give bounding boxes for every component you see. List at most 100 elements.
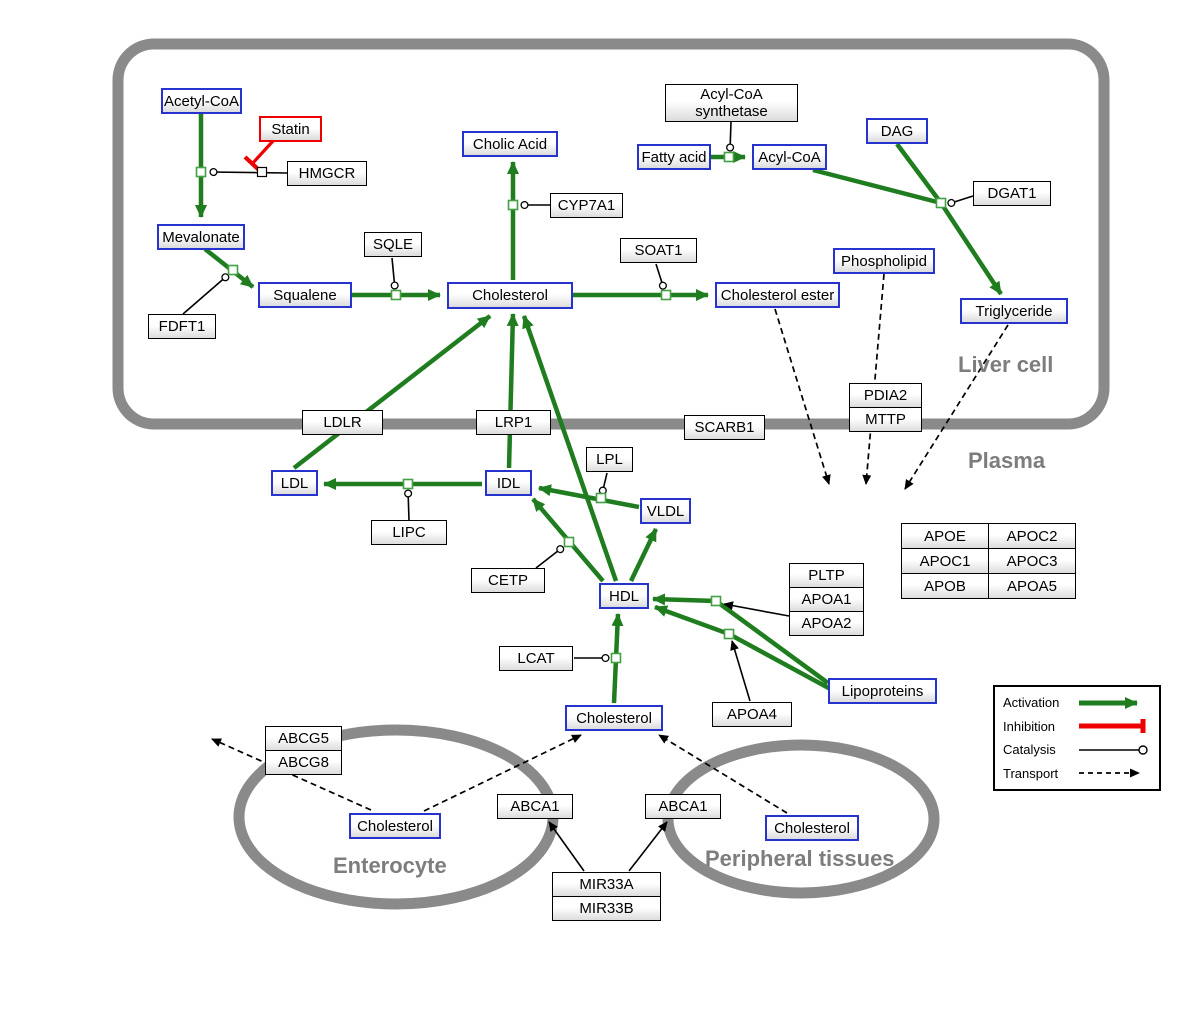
edge-hdl-vldl [628, 528, 659, 582]
node-sqle[interactable]: SQLE [364, 232, 422, 257]
plasma-label: Plasma [968, 448, 1046, 473]
node-apoc2[interactable]: APOC2 [988, 523, 1076, 549]
reaction-node [610, 652, 622, 664]
edge-acylcoa-dgat-node [812, 167, 942, 206]
node-mevalonate[interactable]: Mevalonate [157, 224, 245, 250]
node-apoa1[interactable]: APOA1 [789, 587, 864, 612]
node-apoc3[interactable]: APOC3 [988, 548, 1076, 574]
legend-row-catalysis: Catalysis [1003, 739, 1151, 761]
transport-peripheral-cholesterol-plasma [658, 734, 788, 814]
node-lrp1[interactable]: LRP1 [476, 410, 551, 435]
transport-arrow-icon [1079, 768, 1140, 778]
enterocyte-label: Enterocyte [333, 853, 447, 878]
node-pltp[interactable]: PLTP [789, 563, 864, 588]
node-mir33a[interactable]: MIR33A [552, 872, 661, 897]
node-pdia2[interactable]: PDIA2 [849, 383, 922, 408]
node-apoa5[interactable]: APOA5 [988, 573, 1076, 599]
node-cetp[interactable]: CETP [471, 568, 545, 593]
catalysis-dgat1 [947, 195, 974, 207]
node-apoc1[interactable]: APOC1 [901, 548, 989, 574]
legend-catalysis-label: Catalysis [1003, 742, 1056, 758]
node-acyl-coa[interactable]: Acyl-CoA [752, 144, 827, 170]
legend-row-activation: Activation [1003, 692, 1151, 714]
reaction-node [507, 199, 519, 211]
node-cholic-acid[interactable]: Cholic Acid [462, 131, 558, 157]
arrow-mir33-abca1-right [628, 821, 668, 872]
liver-cell-membrane [112, 38, 1110, 430]
node-fatty-acid[interactable]: Fatty acid [637, 144, 711, 170]
reaction-node [595, 492, 607, 504]
node-ldlr[interactable]: LDLR [302, 410, 383, 435]
catalysis-soat1 [655, 263, 667, 290]
node-apoa4[interactable]: APOA4 [712, 702, 792, 727]
node-cholesterol-enterocyte[interactable]: Cholesterol [349, 813, 441, 839]
node-fdft1[interactable]: FDFT1 [148, 314, 216, 339]
node-lipc[interactable]: LIPC [371, 520, 447, 545]
node-scarb1[interactable]: SCARB1 [684, 415, 765, 440]
catalysis-acylcoa-synthetase [726, 121, 735, 152]
catalysis-sqle [390, 257, 399, 290]
arrow-mir33-abca1-left [548, 821, 585, 872]
edge-dag-dgat-node [895, 142, 943, 205]
node-vldl[interactable]: VLDL [640, 498, 691, 524]
inhibition-statin-line [250, 139, 275, 166]
legend-row-inhibition: Inhibition [1003, 715, 1151, 737]
peripheral-tissues-membrane [662, 739, 940, 899]
node-abcg8[interactable]: ABCG8 [265, 750, 342, 775]
node-idl[interactable]: IDL [485, 470, 532, 496]
transport-phospholipid-plasma [862, 273, 885, 485]
node-cholesterol-plasma[interactable]: Cholesterol [565, 705, 663, 731]
node-abcg5[interactable]: ABCG5 [265, 726, 342, 751]
node-cholesterol-peripheral[interactable]: Cholesterol [765, 815, 859, 841]
node-apoe[interactable]: APOE [901, 523, 989, 549]
legend-activation-label: Activation [1003, 695, 1060, 711]
reaction-nodes [195, 151, 947, 664]
node-lcat[interactable]: LCAT [499, 646, 573, 671]
inhibition-tbar-icon [1079, 719, 1146, 734]
node-lpl[interactable]: LPL [586, 447, 633, 472]
node-cyp7a1[interactable]: CYP7A1 [550, 193, 623, 218]
node-mttp[interactable]: MTTP [849, 407, 922, 432]
node-lipoproteins[interactable]: Lipoproteins [828, 678, 937, 704]
edge-idl-lrp1-cholesterol [506, 313, 519, 469]
reaction-node [227, 264, 239, 276]
inhibition-statin-tbar [243, 155, 261, 172]
node-cholesterol-ester[interactable]: Cholesterol ester [715, 282, 840, 308]
black-arrow-edges [548, 601, 790, 872]
node-statin[interactable]: Statin [259, 116, 322, 142]
node-abca1-left[interactable]: ABCA1 [497, 794, 573, 819]
catalysis-lpl [598, 472, 608, 495]
node-acyl-coa-synthetase[interactable]: Acyl-CoA synthetase [665, 84, 798, 122]
reaction-node [723, 628, 735, 640]
node-apob[interactable]: APOB [901, 573, 989, 599]
node-apoa2[interactable]: APOA2 [789, 611, 864, 636]
node-ldl[interactable]: LDL [271, 470, 318, 496]
anchor-node-hmgcr [256, 166, 268, 178]
edge-hdl-cholesterol [521, 315, 619, 582]
node-triglyceride[interactable]: Triglyceride [960, 298, 1068, 324]
catalysis-edges [182, 121, 974, 663]
legend-inhibition-label: Inhibition [1003, 718, 1056, 734]
legend-transport-label: Transport [1003, 765, 1059, 781]
reaction-node [710, 595, 722, 607]
node-mir33b[interactable]: MIR33B [552, 896, 661, 921]
node-acetyl-coa[interactable]: Acetyl-CoA [161, 88, 242, 114]
node-abca1-right[interactable]: ABCA1 [645, 794, 721, 819]
catalysis-hmgcr [209, 167, 288, 177]
node-soat1[interactable]: SOAT1 [620, 238, 697, 263]
node-phospholipid[interactable]: Phospholipid [833, 248, 935, 274]
node-dgat1[interactable]: DGAT1 [973, 181, 1051, 206]
node-cholesterol-liver[interactable]: Cholesterol [447, 282, 573, 309]
node-hmgcr[interactable]: HMGCR [287, 161, 367, 186]
reaction-node [723, 151, 735, 163]
transport-enterocyte-cholesterol-plasma [423, 734, 582, 812]
transport-cholesterolester-plasma [774, 308, 831, 485]
node-dag[interactable]: DAG [866, 118, 928, 144]
node-squalene[interactable]: Squalene [258, 282, 352, 308]
edge-vldl-idl [538, 484, 640, 510]
catalysis-lipc [404, 489, 413, 521]
node-hdl[interactable]: HDL [599, 583, 649, 609]
transport-triglyceride-plasma [904, 324, 1009, 490]
